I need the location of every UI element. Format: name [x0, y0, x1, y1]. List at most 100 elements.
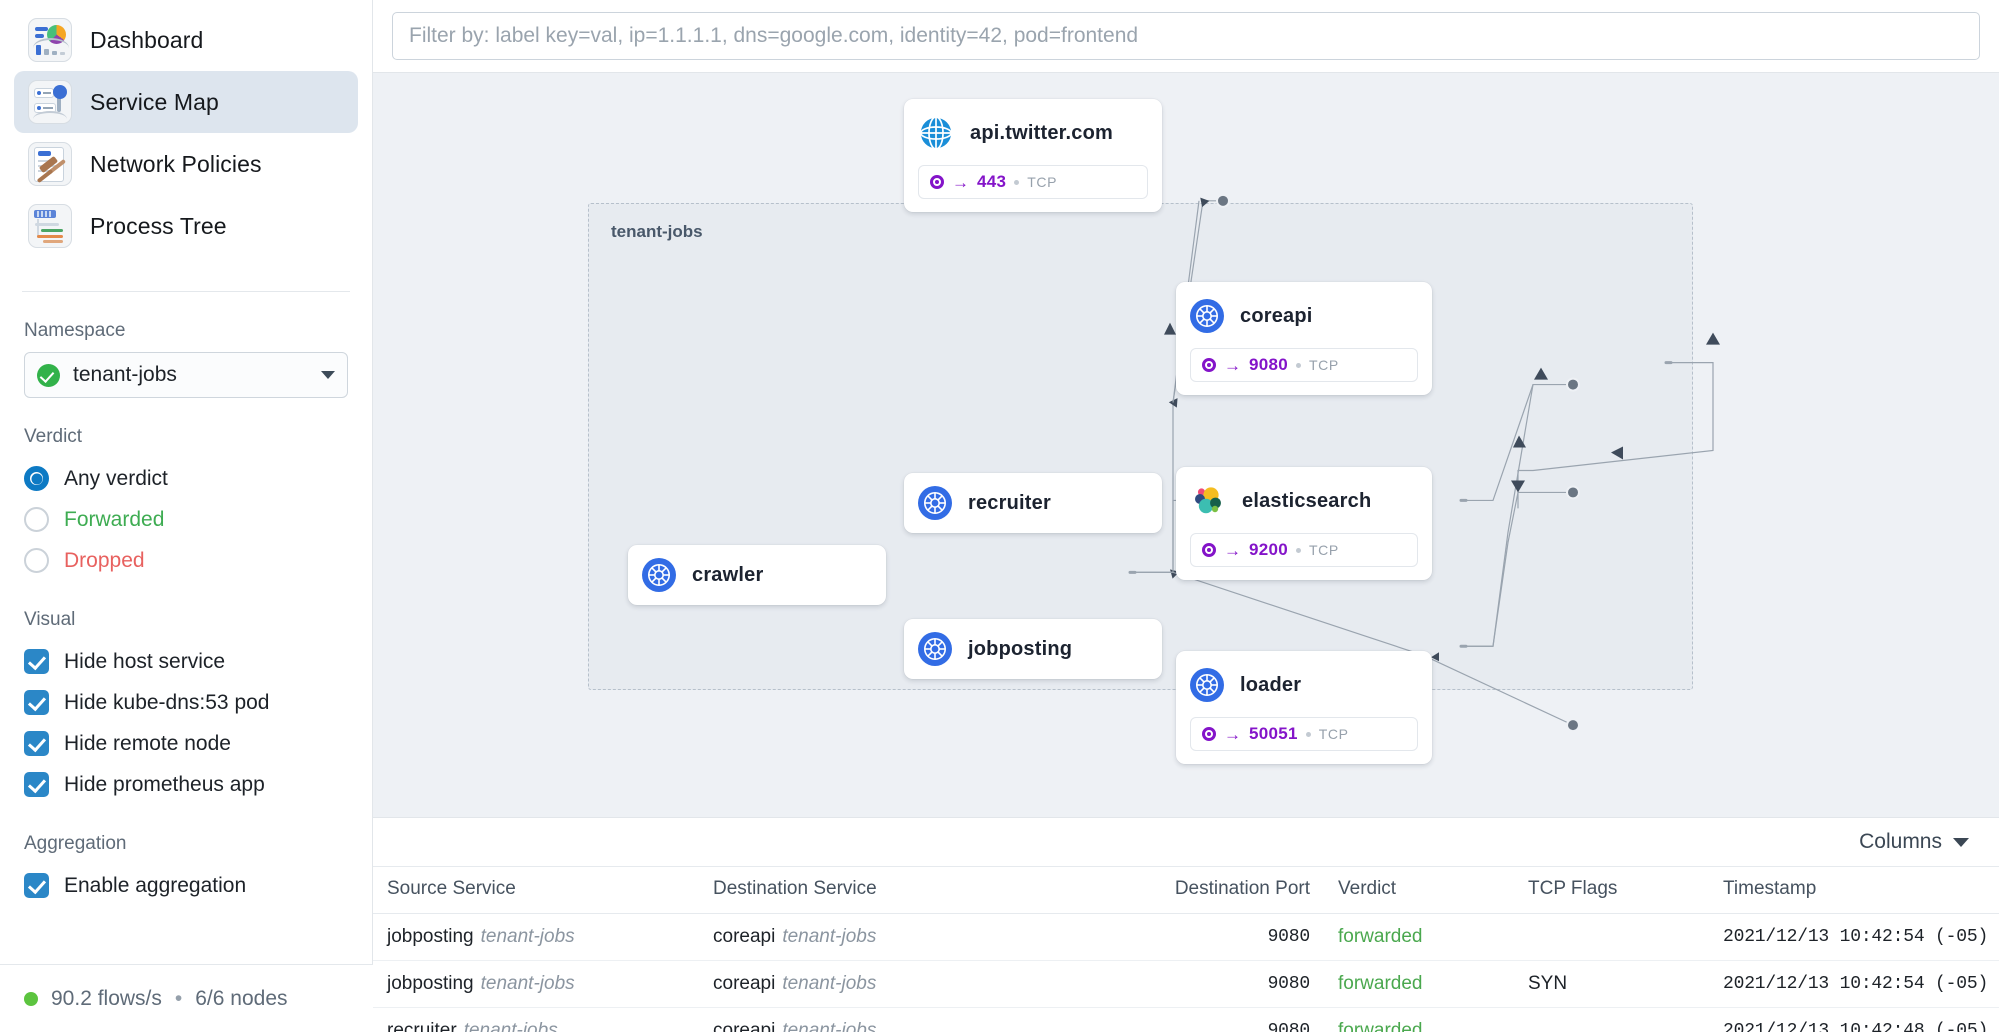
radio-any-verdict[interactable]: [24, 466, 49, 491]
visual-option-hide-kube-dns[interactable]: Hide kube-dns:53 pod: [0, 682, 372, 723]
radio-forwarded[interactable]: [24, 507, 49, 532]
aggregation-label: Enable aggregation: [64, 873, 247, 897]
visual-option-hide-prometheus[interactable]: Hide prometheus app: [0, 764, 372, 805]
visual-section-title: Visual: [24, 609, 76, 630]
node-header: api.twitter.com: [918, 112, 1148, 154]
sidebar-item-service-map[interactable]: Service Map: [14, 71, 358, 133]
port-protocol: TCP: [1309, 542, 1339, 558]
service-node-api-twitter[interactable]: api.twitter.com → 443 TCP: [904, 99, 1162, 212]
sidebar-item-dashboard[interactable]: Dashboard: [14, 9, 358, 71]
aggregation-option-enable[interactable]: Enable aggregation: [0, 865, 372, 906]
dashboard-icon: [28, 18, 72, 62]
destination-service-name: coreapi: [713, 926, 776, 947]
radio-dropped[interactable]: [24, 548, 49, 573]
destination-namespace: tenant-jobs: [782, 926, 877, 947]
namespace-boundary-box: tenant-jobs: [588, 203, 1693, 690]
verdict-label: Any verdict: [64, 466, 168, 490]
visual-option-hide-host-service[interactable]: Hide host service: [0, 641, 372, 682]
source-namespace: tenant-jobs: [480, 973, 575, 994]
destination-namespace: tenant-jobs: [782, 973, 877, 994]
port-badge[interactable]: → 443 TCP: [918, 165, 1148, 199]
namespace-section-title: Namespace: [24, 320, 126, 341]
node-header: recruiter: [918, 482, 1148, 524]
cell-destination-port: 9080: [1078, 913, 1328, 961]
service-map-canvas[interactable]: tenant-jobs: [373, 72, 1999, 817]
separator-dot-icon: [1296, 547, 1302, 553]
table-head: Source Service Destination Service Desti…: [373, 866, 1999, 914]
column-header-source-service[interactable]: Source Service: [373, 866, 713, 914]
status-dot-icon: [24, 991, 38, 1006]
flows-table: Source Service Destination Service Desti…: [373, 866, 1999, 1032]
node-label: recruiter: [968, 491, 1051, 514]
port-target-icon: [1202, 727, 1216, 741]
checkbox-hide-kube-dns[interactable]: [24, 690, 49, 715]
node-header: coreapi: [1190, 295, 1418, 337]
chevron-down-icon: [1953, 837, 1969, 847]
visual-label: Hide remote node: [64, 731, 231, 755]
arrow-right-icon: →: [1224, 724, 1241, 744]
service-node-loader[interactable]: loader → 50051 TCP: [1176, 651, 1432, 764]
service-node-recruiter[interactable]: recruiter: [904, 473, 1162, 533]
columns-dropdown[interactable]: Columns: [373, 818, 1999, 866]
checkbox-enable-aggregation[interactable]: [24, 873, 49, 898]
sidebar-item-process-tree[interactable]: Process Tree: [14, 195, 358, 257]
visual-option-hide-remote-node[interactable]: Hide remote node: [0, 723, 372, 764]
verdict-option-dropped[interactable]: Dropped: [0, 540, 372, 581]
service-node-elasticsearch[interactable]: elasticsearch → 9200 TCP: [1176, 467, 1432, 580]
column-header-tcp-flags[interactable]: TCP Flags: [1528, 866, 1723, 914]
check-circle-icon: [37, 363, 60, 387]
source-namespace: tenant-jobs: [463, 1020, 558, 1032]
cell-verdict: forwarded: [1328, 1007, 1528, 1032]
column-header-destination-service[interactable]: Destination Service: [713, 866, 1078, 914]
service-node-jobposting[interactable]: jobposting: [904, 619, 1162, 679]
destination-service-name: coreapi: [713, 973, 776, 994]
port-protocol: TCP: [1027, 174, 1058, 190]
table-row[interactable]: jobposting tenant-jobs coreapi tenant-jobs 9…: [373, 960, 1999, 1008]
column-header-destination-port[interactable]: Destination Port: [1078, 866, 1328, 914]
service-node-coreapi[interactable]: coreapi → 9080 TCP: [1176, 282, 1432, 395]
kubernetes-icon: [918, 486, 952, 520]
filter-input[interactable]: [392, 12, 1980, 60]
process-tree-icon: [28, 204, 72, 248]
verdict-option-forwarded[interactable]: Forwarded: [0, 499, 372, 540]
source-service-name: recruiter: [387, 1020, 457, 1032]
node-label: crawler: [692, 563, 764, 586]
sidebar-item-label: Process Tree: [90, 212, 227, 239]
sidebar-item-network-policies[interactable]: Network Policies: [14, 133, 358, 195]
cell-destination-port: 9080: [1078, 960, 1328, 1008]
arrow-right-icon: →: [1224, 355, 1241, 375]
port-badge[interactable]: → 50051 TCP: [1190, 717, 1418, 751]
port-badge[interactable]: → 9200 TCP: [1190, 533, 1418, 567]
visual-label: Hide host service: [64, 649, 226, 673]
port-badge[interactable]: → 9080 TCP: [1190, 348, 1418, 382]
node-label: jobposting: [968, 637, 1073, 660]
service-node-crawler[interactable]: crawler: [628, 545, 886, 605]
arrow-right-icon: →: [1224, 540, 1241, 560]
checkbox-hide-remote-node[interactable]: [24, 731, 49, 756]
aggregation-section-title: Aggregation: [24, 833, 127, 854]
verdict-section-title: Verdict: [24, 426, 83, 447]
node-header: jobposting: [918, 628, 1148, 670]
cell-destination-service: coreapi tenant-jobs: [713, 913, 1078, 961]
checkbox-hide-prometheus[interactable]: [24, 772, 49, 797]
port-protocol: TCP: [1309, 357, 1339, 373]
globe-icon: [918, 115, 954, 151]
column-header-verdict[interactable]: Verdict: [1328, 866, 1528, 914]
port-target-icon: [930, 175, 944, 189]
source-service-name: jobposting: [387, 973, 474, 994]
cell-source-service: jobposting tenant-jobs: [373, 960, 713, 1008]
verdict-option-any[interactable]: Any verdict: [0, 458, 372, 499]
namespace-selected-value: tenant-jobs: [73, 363, 177, 386]
cell-tcp-flags: [1528, 913, 1723, 961]
flows-table-panel: Columns Source Service Destination Servi…: [373, 817, 1999, 1032]
column-header-timestamp[interactable]: Timestamp: [1723, 866, 1999, 914]
separator-dot-icon: [1296, 362, 1302, 368]
sidebar: Dashboard Service Map Network Policies: [0, 0, 373, 1032]
namespace-box-label: tenant-jobs: [611, 222, 703, 241]
namespace-select[interactable]: tenant-jobs: [24, 352, 348, 398]
columns-label: Columns: [1859, 830, 1942, 853]
checkbox-hide-host-service[interactable]: [24, 649, 49, 674]
